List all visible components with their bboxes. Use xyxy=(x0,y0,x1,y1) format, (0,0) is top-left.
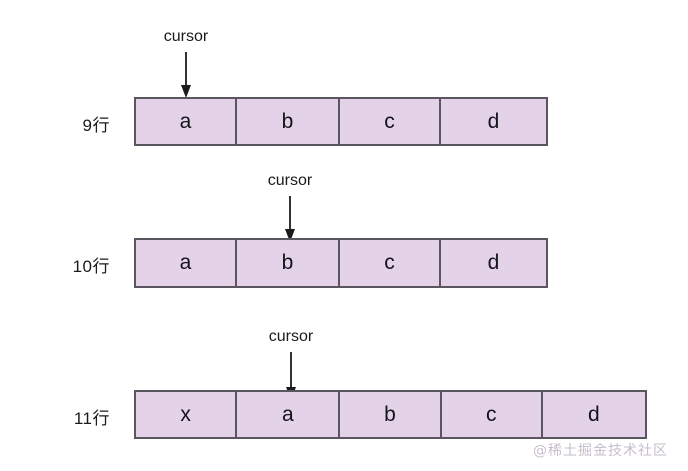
cursor-label: cursor xyxy=(163,28,209,45)
array-cell[interactable]: a xyxy=(136,99,238,144)
row-label-11: 11行 xyxy=(73,409,110,428)
array-strip-row-3: x a b c d xyxy=(134,390,647,439)
array-cell[interactable]: c xyxy=(441,392,543,437)
array-cell[interactable]: c xyxy=(340,99,442,144)
array-cell[interactable]: b xyxy=(340,392,442,437)
array-cell[interactable]: a xyxy=(136,240,238,286)
cursor-arrow-icon xyxy=(178,52,194,105)
row-label-9: 9行 xyxy=(82,116,110,135)
array-cell[interactable]: d xyxy=(542,392,645,437)
array-cell[interactable]: b xyxy=(237,240,341,286)
array-cell[interactable]: c xyxy=(340,240,442,286)
row-label-10: 10行 xyxy=(72,257,110,276)
array-cell[interactable]: b xyxy=(237,99,341,144)
array-cell[interactable]: d xyxy=(441,99,546,144)
array-strip-row-1: a b c d xyxy=(134,97,548,146)
cursor-arrow-icon xyxy=(282,196,298,249)
array-cell[interactable]: d xyxy=(441,240,546,286)
array-cell[interactable]: a xyxy=(237,392,341,437)
array-cell[interactable]: x xyxy=(136,392,238,437)
array-strip-row-2: a b c d xyxy=(134,238,548,288)
watermark: @稀土掘金技术社区 xyxy=(533,443,668,459)
cursor-label: cursor xyxy=(267,172,313,189)
cursor-label: cursor xyxy=(268,328,314,345)
